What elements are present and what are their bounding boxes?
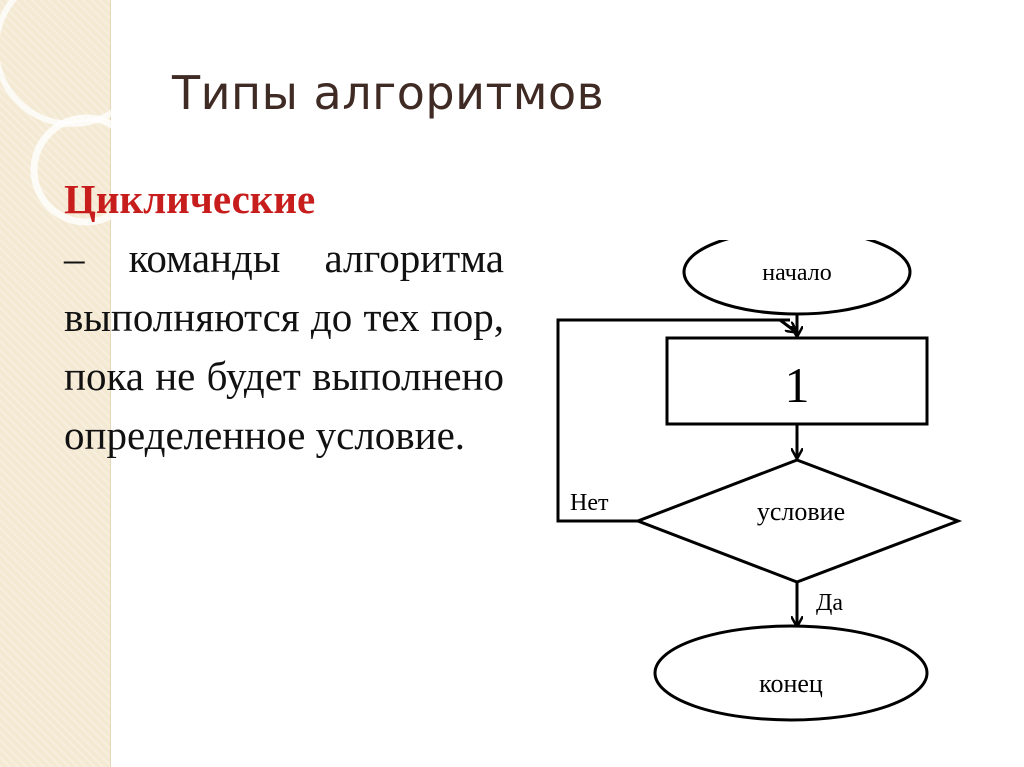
definition-paragraph: Циклические – команды алгоритма выполняю… xyxy=(64,170,504,465)
end-terminal xyxy=(653,624,929,722)
process-block xyxy=(665,336,929,426)
loop-back-arrowhead xyxy=(779,318,796,332)
slide-title: Типы алгоритмов xyxy=(172,66,605,120)
decorative-rings xyxy=(0,0,151,226)
loop-back-line xyxy=(556,318,790,523)
loop-flowchart: начало 1 условие Нет Да конец xyxy=(556,240,963,722)
deco-ring-small xyxy=(30,114,142,226)
yes-label: Да xyxy=(816,590,843,616)
term-separator xyxy=(315,176,504,222)
end-label: конец xyxy=(759,669,823,698)
process-label: 1 xyxy=(785,357,810,413)
start-label: начало xyxy=(762,260,831,286)
decision-label: условие xyxy=(757,497,845,526)
definition-text: команды алгоритма выполняются до тех пор… xyxy=(64,235,504,458)
no-label: Нет xyxy=(570,490,609,516)
term-dash: – xyxy=(64,235,85,281)
deco-ring-large xyxy=(0,0,151,127)
term-highlight: Циклические xyxy=(64,176,316,222)
